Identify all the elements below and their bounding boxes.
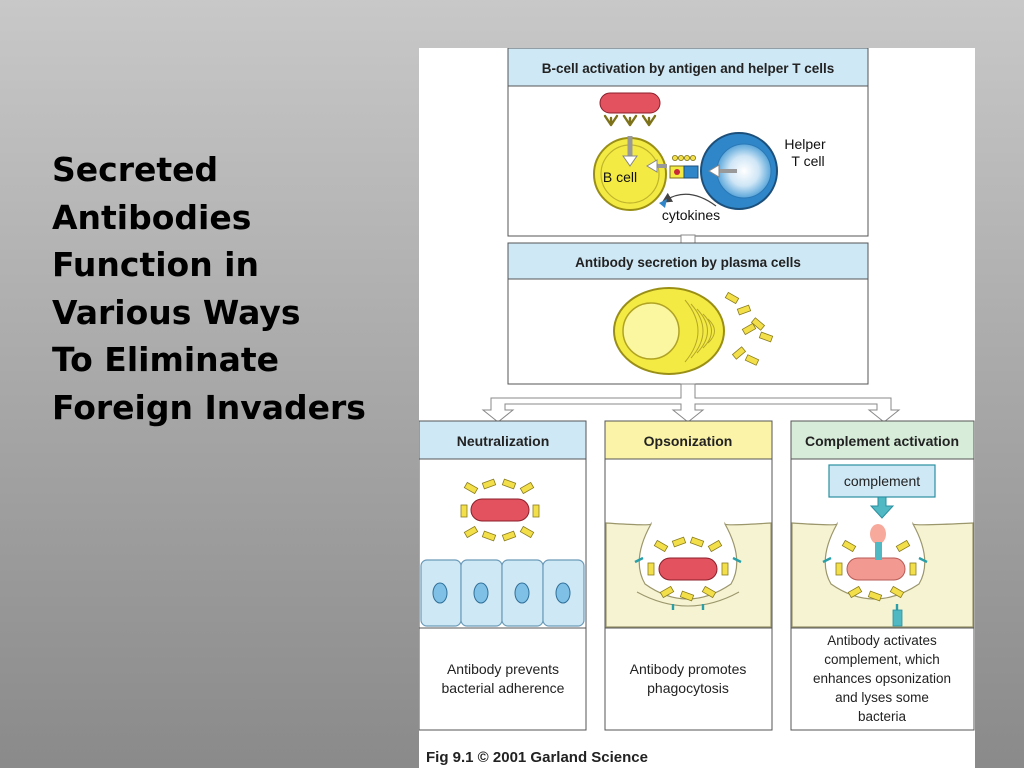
title-line: Function in bbox=[52, 245, 259, 284]
antigen-bacterium bbox=[599, 92, 661, 114]
b-cell-label: B cell bbox=[603, 169, 637, 185]
complement-box-label: complement bbox=[844, 473, 920, 489]
endoplasmic-reticulum bbox=[684, 299, 715, 363]
complement-header: Complement activation bbox=[805, 433, 959, 449]
lysed-bacterium bbox=[846, 557, 906, 581]
opsonization-header: Opsonization bbox=[644, 433, 733, 449]
activation-panel: B-cell activation by antigen and helper … bbox=[507, 48, 869, 237]
mhc-tcr-contact bbox=[669, 155, 699, 179]
complement-caption-line4: and lyses some bbox=[835, 690, 929, 705]
plasma-cell-nucleus bbox=[622, 302, 680, 360]
title-line: Secreted bbox=[52, 150, 219, 189]
complement-caption-box bbox=[790, 627, 975, 731]
activation-header-box bbox=[507, 48, 869, 87]
neutralization-header: Neutralization bbox=[457, 433, 550, 449]
opsonization-panel: Opsonization Antibody promotes phagocyto… bbox=[604, 420, 773, 731]
slide-title: Secreted Antibodies Function in Various … bbox=[52, 146, 402, 431]
complement-header-box bbox=[790, 420, 975, 460]
opsonization-header-box bbox=[604, 420, 773, 460]
epithelial-cells bbox=[420, 559, 585, 627]
neutralization-caption-box bbox=[419, 627, 587, 731]
helper-label-line1: Helper bbox=[784, 136, 826, 152]
bacterium bbox=[470, 498, 530, 522]
complement-panel: Complement activation complement Antibod… bbox=[790, 420, 975, 731]
title-line: Foreign Invaders bbox=[52, 387, 366, 427]
cytokine-icon bbox=[659, 199, 667, 208]
complement-arrow bbox=[869, 496, 895, 519]
branch-connector bbox=[481, 383, 901, 423]
figure-credit: Fig 9.1 © 2001 Garland Science bbox=[426, 749, 648, 766]
opsonized-bacterium bbox=[658, 557, 718, 581]
neutralization-caption-line1: Antibody prevents bbox=[447, 661, 559, 677]
opsonization-caption-box bbox=[604, 627, 773, 731]
complement-box bbox=[828, 464, 936, 498]
opsonization-caption-line1: Antibody promotes bbox=[630, 661, 747, 677]
complement-pore bbox=[870, 524, 886, 544]
cytokines-label: cytokines bbox=[662, 207, 720, 223]
figure-panel: B-cell activation by antigen and helper … bbox=[419, 48, 975, 768]
title-line: Antibodies bbox=[52, 197, 252, 237]
fc-receptors bbox=[634, 556, 742, 610]
neutralization-header-box bbox=[419, 420, 587, 460]
complement-phagocyte bbox=[791, 522, 974, 628]
helper-label-line2: T cell bbox=[791, 153, 824, 169]
complement-caption-line2: complement, which bbox=[824, 652, 940, 667]
complement-caption-line1: Antibody activates bbox=[827, 633, 937, 648]
opsonization-caption-line2: phagocytosis bbox=[647, 680, 729, 696]
secretion-header: Antibody secretion by plasma cells bbox=[575, 255, 801, 270]
neutralization-panel: Neutralization Antibody prevents bbox=[419, 420, 587, 731]
phagocyte bbox=[605, 522, 772, 628]
complement-caption-line3: enhances opsonization bbox=[813, 671, 951, 686]
title-line: To Eliminate bbox=[52, 340, 280, 379]
title-line: Various Ways bbox=[52, 292, 301, 332]
complement-caption-line5: bacteria bbox=[858, 709, 907, 724]
neutralization-caption-line2: bacterial adherence bbox=[442, 680, 565, 696]
antibody-function-diagram: B-cell activation by antigen and helper … bbox=[419, 48, 975, 766]
cytokine-arrow bbox=[661, 192, 717, 207]
activation-header: B-cell activation by antigen and helper … bbox=[542, 61, 835, 76]
activation-body bbox=[507, 85, 869, 237]
secretion-panel: Antibody secretion by plasma cells bbox=[507, 242, 869, 385]
